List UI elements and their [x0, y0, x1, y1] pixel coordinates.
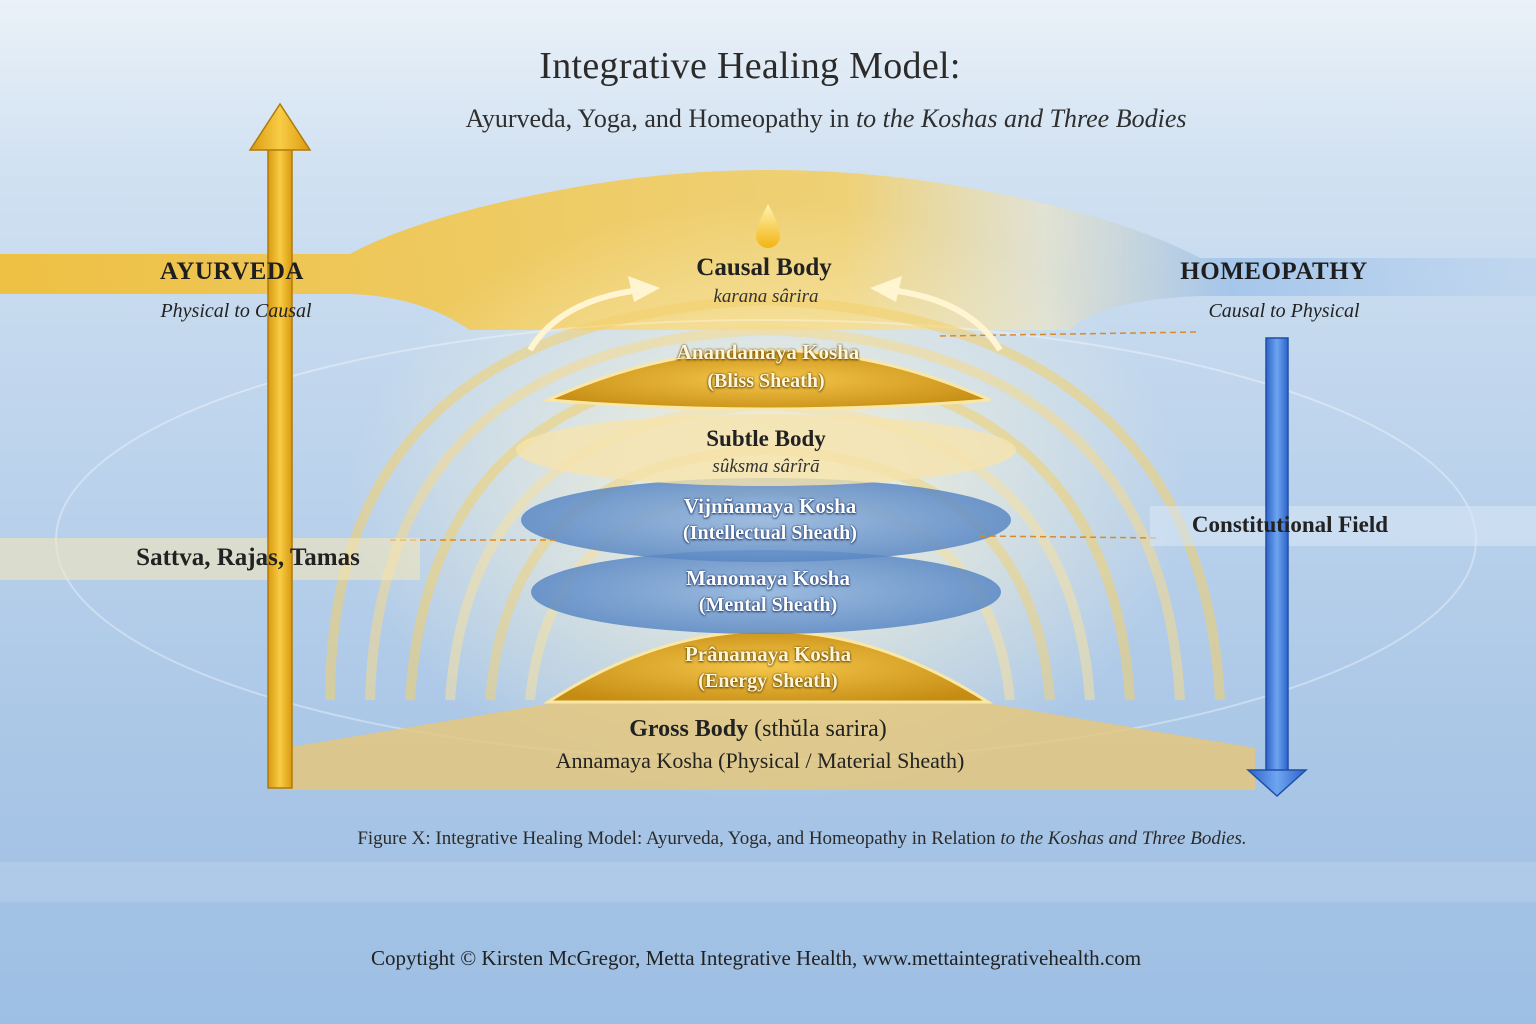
page-subtitle: Ayurveda, Yoga, and Homeopathy in to the… [466, 104, 1187, 134]
anandamaya-sub: (Bliss Sheath) [707, 370, 825, 392]
ayurveda-label: AYURVEDA [160, 258, 304, 285]
page-title: Integrative Healing Model: [539, 45, 961, 87]
left-causal-arrowhead-icon [628, 276, 660, 302]
ayurveda-arrow-up-icon [248, 102, 312, 151]
homeopathy-direction: Causal to Physical [1208, 300, 1360, 322]
caption-italic: to the Koshas and Three Bodies. [1000, 828, 1247, 849]
vijnanamaya-title: Vijnñamaya Kosha [683, 494, 857, 518]
water-streak [0, 862, 1536, 902]
vijnanamaya-band [521, 478, 1011, 562]
subtle-body-sanskrit: sûksma sârîrā [712, 456, 820, 477]
pranamaya-title: Prânamaya Kosha [684, 642, 852, 666]
subtle-body-title: Subtle Body [706, 426, 826, 451]
drop-icon [756, 204, 780, 248]
constitutional-field-label: Constitutional Field [1191, 512, 1389, 537]
left-causal-arrow [527, 287, 641, 352]
field-connector-line [979, 535, 1161, 539]
pranamaya-sub: (Energy Sheath) [698, 670, 838, 692]
gunas-label: Sattva, Rajas, Tamas [136, 544, 360, 571]
gross-body-sub: Annamaya Kosha (Physical / Material Shea… [555, 748, 965, 773]
caption-plain: Figure X: Integrative Healing Model: Ayu… [357, 828, 1001, 849]
anandamaya-title: Anandamaya Kosha [676, 340, 860, 364]
subtle-body-band [516, 414, 1016, 486]
gross-body-sanskrit: (sthŭla sarira) [754, 716, 887, 742]
causal-body-sanskrit: karana sârira [713, 286, 819, 307]
gunas-band [0, 538, 420, 580]
causal-body-title: Causal Body [696, 254, 832, 281]
manomaya-title: Manomaya Kosha [686, 566, 850, 590]
anandamaya-dome [542, 348, 991, 411]
copyright-notice: Copytight © Kirsten McGregor, Metta Inte… [370, 946, 1142, 970]
gross-body-title: Gross Body [629, 716, 749, 742]
field-band [1150, 506, 1536, 546]
subtitle-plain: Ayurveda, Yoga, and Homeopathy in [465, 104, 856, 133]
figure-caption: Figure X: Integrative Healing Model: Ayu… [357, 828, 1246, 850]
manomaya-sub: (Mental Sheath) [698, 594, 838, 616]
gross-body-base [285, 702, 1255, 790]
bliss-connector-line [939, 331, 1201, 337]
homeopathy-label: HOMEOPATHY [1180, 258, 1368, 285]
manomaya-band [531, 550, 1001, 634]
right-causal-arrowhead-icon [870, 276, 902, 302]
ayurveda-direction: Physical to Causal [160, 300, 312, 322]
homeopathy-arrow-down-icon [1246, 769, 1308, 798]
subtitle-italic: to the Koshas and Three Bodies [855, 104, 1187, 133]
ayurveda-arrow-shaft [267, 147, 293, 789]
vijnanamaya-sub: (Intellectual Sheath) [683, 522, 857, 544]
gross-body-heading: Gross Body (sthŭla sarira) [629, 716, 887, 743]
right-causal-arrow [889, 287, 1003, 352]
homeopathy-arrow-shaft [1265, 337, 1289, 773]
